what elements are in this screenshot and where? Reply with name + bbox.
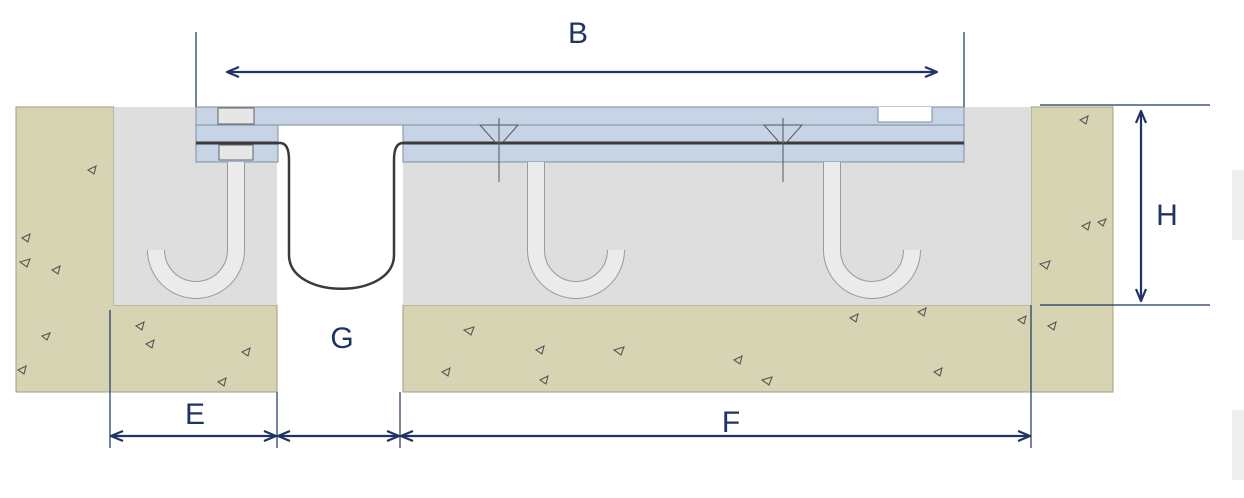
nut	[218, 144, 254, 161]
dimension-label-g: G	[330, 322, 353, 355]
scroll-indicator	[1232, 410, 1244, 480]
j-hook-anchor	[148, 162, 244, 298]
anchors	[147, 162, 921, 299]
countersunk-screw	[762, 124, 804, 143]
plate-notch	[877, 107, 933, 123]
j-hook-anchor	[824, 162, 920, 298]
dimension-lines	[109, 32, 1210, 448]
dimension-label-f: F	[722, 406, 740, 439]
scroll-indicator	[1232, 170, 1244, 240]
aggregate-marks	[16, 114, 1108, 387]
dimension-label-b: B	[568, 17, 588, 50]
countersunk-screws	[478, 118, 804, 182]
j-hook-anchor	[528, 162, 624, 298]
cover-plate-assembly	[195, 106, 965, 163]
bolt-head	[217, 107, 255, 125]
dimension-label-e: E	[185, 398, 205, 431]
top-cover-plate	[195, 106, 965, 126]
flexible-rubber-seal	[255, 141, 420, 290]
countersunk-screw	[478, 124, 520, 143]
dimension-label-h: H	[1156, 199, 1178, 232]
dimension-labels: B H G E F	[185, 17, 1178, 439]
